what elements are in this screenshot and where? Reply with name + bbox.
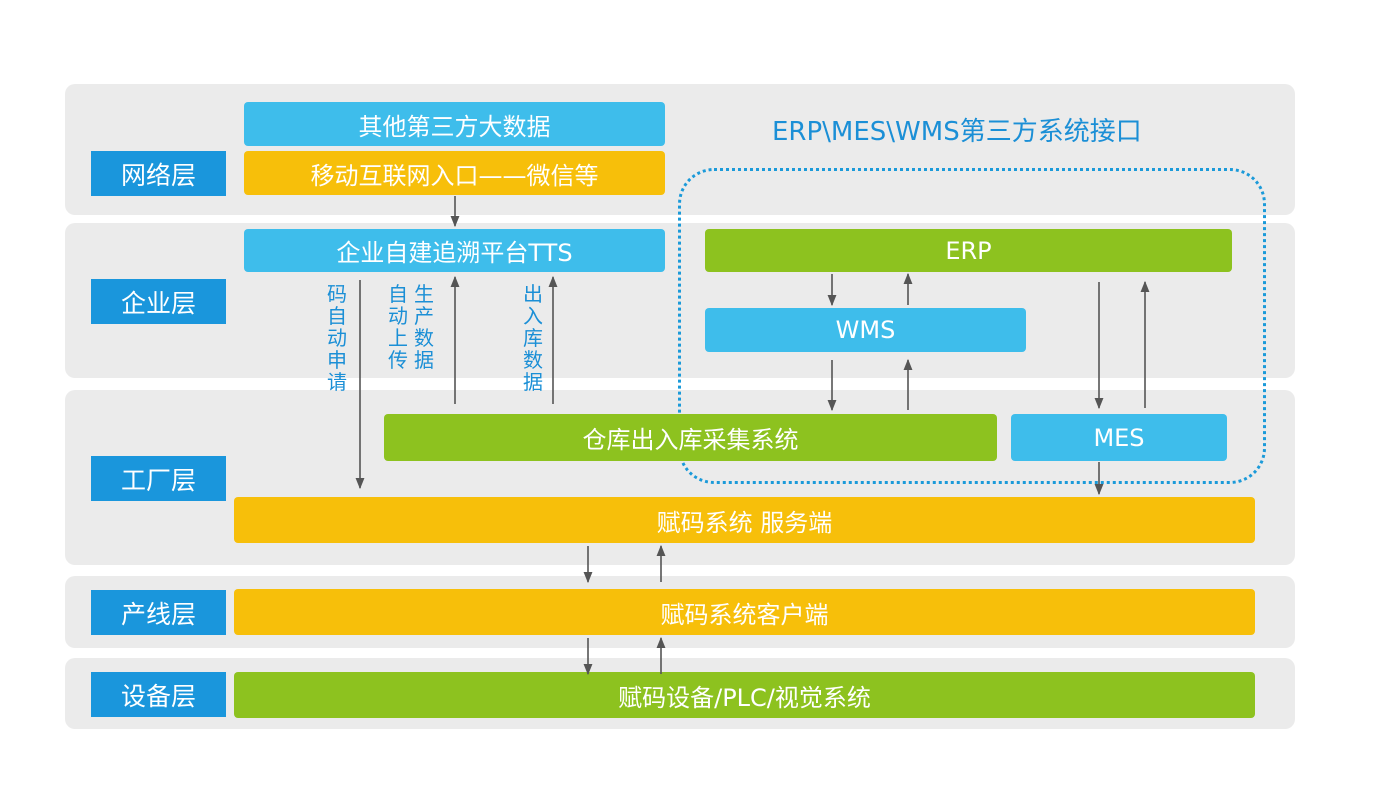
enterprise-layer-label: 企业层	[91, 279, 226, 324]
code-request-label: 码自动申请	[327, 282, 347, 394]
device-layer-label: 设备层	[91, 672, 226, 717]
coding-device-box: 赋码设备/PLC/视觉系统	[234, 672, 1255, 718]
third-party-data-box: 其他第三方大数据	[244, 102, 665, 146]
auto-upload-label: 自动上传	[388, 282, 408, 372]
coding-client-box: 赋码系统客户端	[234, 589, 1255, 635]
wms-box: WMS	[705, 308, 1026, 352]
warehouse-system-box: 仓库出入库采集系统	[384, 414, 997, 461]
factory-layer-label: 工厂层	[91, 456, 226, 501]
tts-platform-box: 企业自建追溯平台TTS	[244, 229, 665, 272]
interface-title: ERP\MES\WMS第三方系统接口	[772, 117, 1142, 147]
mobile-entry-box: 移动互联网入口——微信等	[244, 151, 665, 195]
network-layer-label: 网络层	[91, 151, 226, 196]
production-data-label: 生产数据	[414, 282, 434, 372]
coding-server-box: 赋码系统 服务端	[234, 497, 1255, 543]
erp-box: ERP	[705, 229, 1232, 272]
third-party-interface-group	[678, 168, 1266, 484]
inout-data-label: 出入库数据	[523, 282, 543, 394]
mes-box: MES	[1011, 414, 1227, 461]
line-layer-label: 产线层	[91, 590, 226, 635]
